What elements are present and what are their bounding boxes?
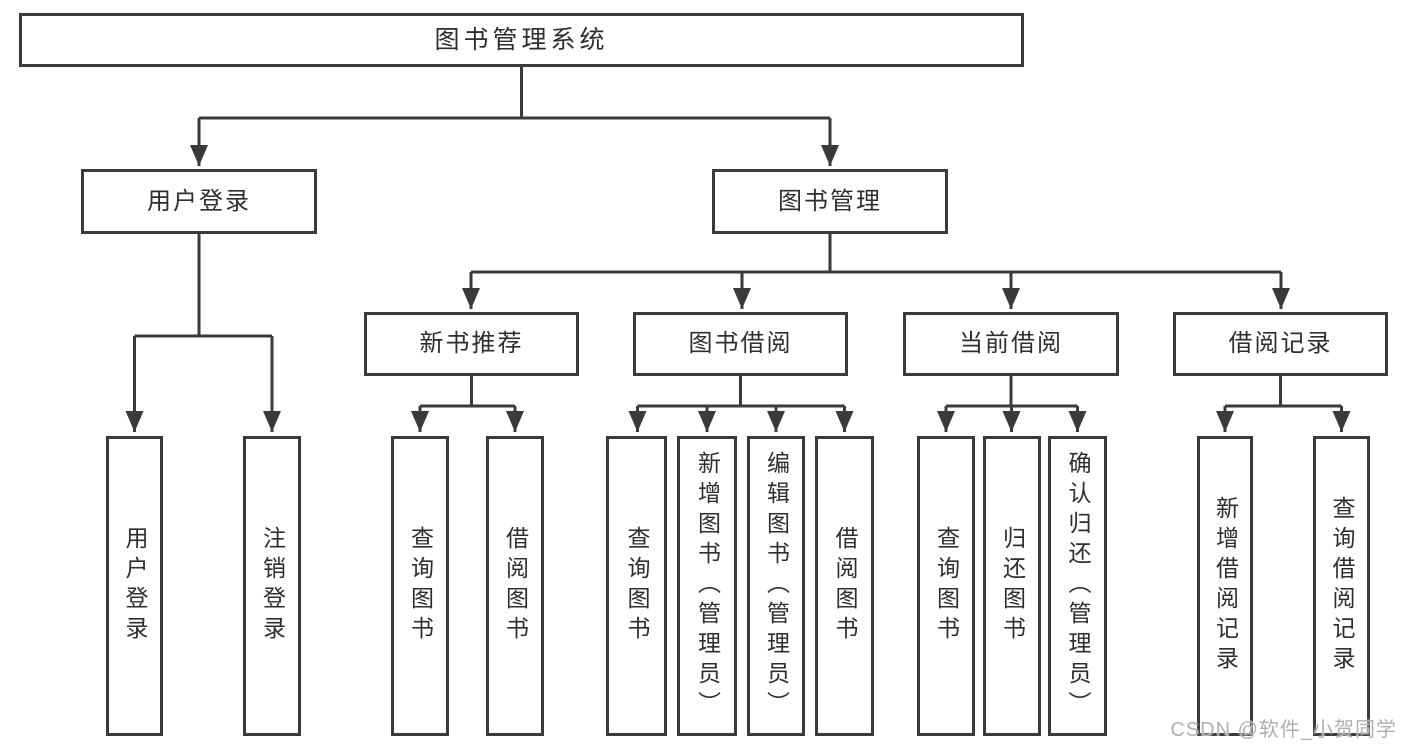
node-new-book-recommend: 新书推荐 — [364, 312, 579, 376]
leaf-user-login: 用户登录 — [106, 436, 163, 736]
leaf-add-book-admin: 新增图书（管理员） — [677, 436, 737, 736]
leaf-borrow-books-borrowing: 借阅图书 — [815, 436, 874, 736]
leaf-logout: 注销登录 — [243, 436, 301, 736]
node-current-borrowing: 当前借阅 — [903, 312, 1119, 376]
leaf-query-books-recommend: 查询图书 — [391, 436, 449, 736]
node-book-management: 图书管理 — [712, 169, 948, 234]
leaf-query-borrow-record: 查询借阅记录 — [1313, 436, 1370, 736]
leaf-add-borrow-record: 新增借阅记录 — [1197, 436, 1253, 736]
leaf-return-books: 归还图书 — [983, 436, 1041, 736]
node-book-borrowing: 图书借阅 — [633, 312, 848, 376]
leaf-confirm-return-admin: 确认归还（管理员） — [1048, 436, 1107, 736]
connector-trunks — [125, 67, 1351, 432]
leaf-query-books-current: 查询图书 — [917, 436, 975, 736]
node-library-management-system: 图书管理系统 — [19, 13, 1024, 67]
leaf-borrow-books-recommend: 借阅图书 — [486, 436, 544, 736]
node-borrowing-records: 借阅记录 — [1173, 312, 1388, 376]
watermark-text: CSDN @软件_小贺同学 — [1170, 719, 1397, 741]
node-user-login: 用户登录 — [81, 169, 317, 234]
leaf-edit-book-admin: 编辑图书（管理员） — [747, 436, 805, 736]
leaf-query-books-borrowing: 查询图书 — [606, 436, 667, 736]
